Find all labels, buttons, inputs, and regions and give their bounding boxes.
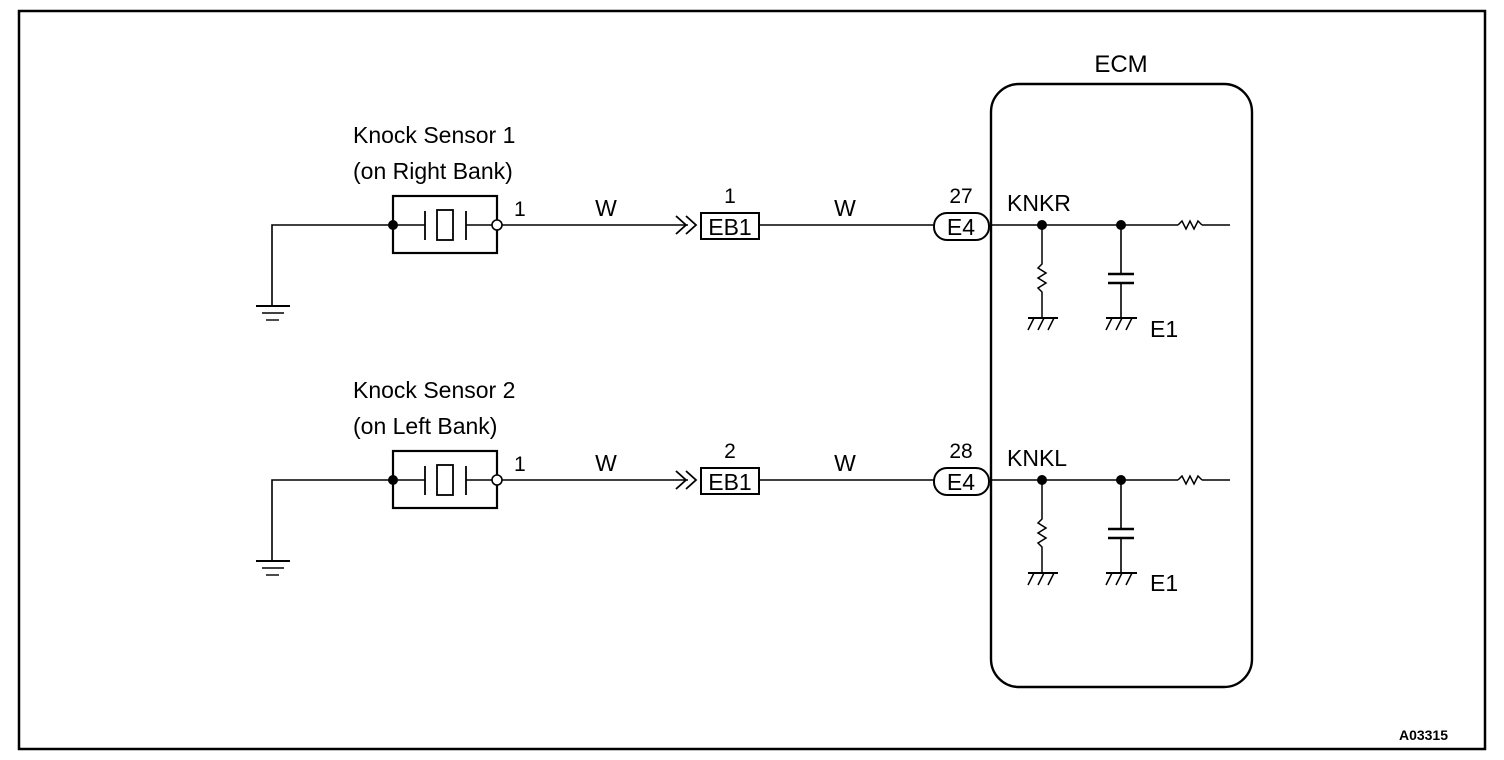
ecm-connector-e4-oval (933, 212, 990, 241)
sensor-2-ground-wire (271, 479, 393, 561)
ecm-connector-e4-oval (933, 467, 990, 496)
sensor-2-location: (on Left Bank) (353, 413, 497, 439)
sensor-1-connector: EB1 (708, 214, 751, 240)
shunt-resistor-icon (1027, 480, 1058, 586)
sensor-1-wire-color-2: W (834, 195, 856, 221)
connector-chevron-icon (675, 470, 698, 490)
ecm-label: ECM (1094, 51, 1147, 78)
shunt-resistor-icon (1027, 225, 1058, 331)
connector-eb1-box (700, 212, 760, 240)
ground-e1-label: E1 (1150, 316, 1178, 342)
connector-eb1-box (700, 467, 760, 495)
ecm-box (989, 82, 1254, 689)
connector-chevron-icon (675, 215, 698, 235)
ground-icon (256, 305, 290, 321)
capacitor-icon (1105, 225, 1137, 331)
capacitor-icon (1105, 480, 1137, 586)
knock-sensor-2-symbol (388, 449, 503, 510)
circuit-knock-sensor-1: Knock Sensor 1 (on Right Bank) 1 W (256, 122, 1230, 342)
sensor-1-name: Knock Sensor 1 (353, 122, 515, 148)
sensor-1-ecm-pin: 27 (949, 185, 972, 208)
ground-icon (256, 560, 290, 576)
sensor-2-connector: EB1 (708, 469, 751, 495)
sensor-1-ecm-connector: E4 (947, 214, 975, 240)
signal-knkl-label: KNKL (1007, 445, 1067, 471)
knock-sensor-1-symbol (388, 194, 503, 255)
sensor-2-pin: 1 (514, 453, 526, 476)
sensor-1-connector-pin: 1 (724, 185, 736, 208)
sensor-2-wire-color-2: W (834, 450, 856, 476)
series-resistor-icon (1177, 219, 1203, 231)
series-resistor-icon (1177, 474, 1203, 486)
sensor-2-connector-pin: 2 (724, 440, 736, 463)
circuit-knock-sensor-2: Knock Sensor 2 (on Left Bank) 1 W EB1 2 (256, 377, 1230, 596)
sensor-1-location: (on Right Bank) (353, 158, 513, 184)
diagram-frame (17, 9, 1487, 751)
sensor-2-ecm-pin: 28 (949, 440, 972, 463)
sensor-2-name: Knock Sensor 2 (353, 377, 515, 403)
figure-id: A03315 (1399, 727, 1448, 743)
signal-knkr-label: KNKR (1007, 190, 1071, 216)
sensor-1-pin: 1 (514, 198, 526, 221)
sensor-1-wire-color-1: W (595, 195, 617, 221)
ground-e1-label: E1 (1150, 570, 1178, 596)
sensor-2-wire-color-1: W (595, 450, 617, 476)
sensor-1-ground-wire (271, 224, 393, 306)
sensor-2-ecm-connector: E4 (947, 469, 975, 495)
